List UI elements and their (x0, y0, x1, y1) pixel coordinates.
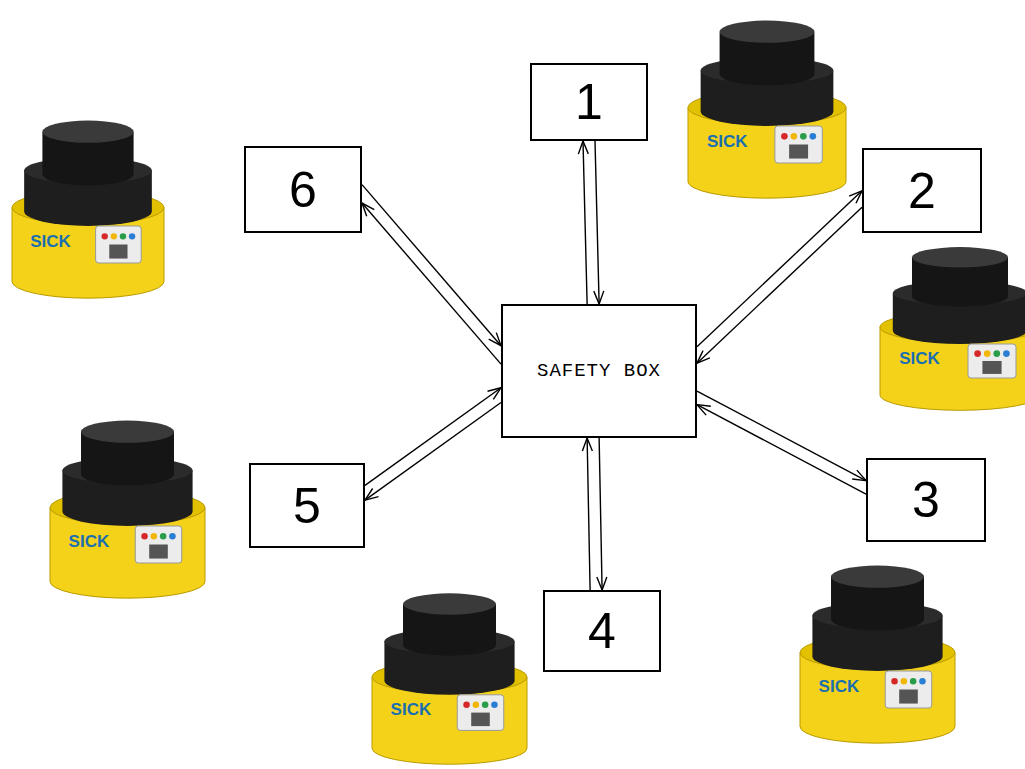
laser-scanner (50, 421, 205, 599)
brand-label: SICK (30, 232, 71, 252)
number-box: 5 (249, 463, 365, 548)
box-title: SAFETY BOX (537, 360, 661, 382)
number-box: 3 (866, 458, 986, 542)
arrow-connector (365, 403, 501, 501)
box-number: 6 (289, 161, 317, 219)
arrow-connector (697, 207, 862, 363)
brand-label: SICK (391, 700, 432, 720)
arrow-connector (583, 141, 587, 304)
arrow-connector (587, 438, 590, 590)
safety-box: SAFETY BOX (501, 304, 697, 438)
brand-label: SICK (899, 349, 940, 369)
box-number: 3 (912, 471, 940, 529)
box-number: 4 (588, 602, 616, 660)
brand-label: SICK (69, 532, 110, 552)
number-box: 1 (530, 63, 648, 141)
number-box: 2 (862, 148, 982, 233)
laser-scanner (12, 121, 164, 299)
box-number: 1 (575, 73, 603, 131)
box-number: 2 (908, 162, 936, 220)
arrow-connector (697, 191, 862, 347)
brand-label: SICK (819, 677, 860, 697)
box-number: 5 (293, 477, 321, 535)
laser-scanner (372, 593, 527, 764)
number-box: 4 (543, 590, 661, 672)
arrow-connector (362, 203, 501, 364)
arrow-connector (599, 438, 602, 590)
brand-label: SICK (707, 132, 748, 152)
arrow-connector (362, 185, 501, 346)
arrow-connector (697, 391, 866, 481)
laser-scanner (880, 247, 1025, 410)
arrow-connector (595, 141, 599, 304)
laser-scanner (800, 566, 955, 744)
number-box: 6 (244, 146, 362, 233)
arrow-connector (365, 388, 501, 486)
laser-scanner (688, 21, 846, 199)
arrow-connector (697, 405, 866, 495)
